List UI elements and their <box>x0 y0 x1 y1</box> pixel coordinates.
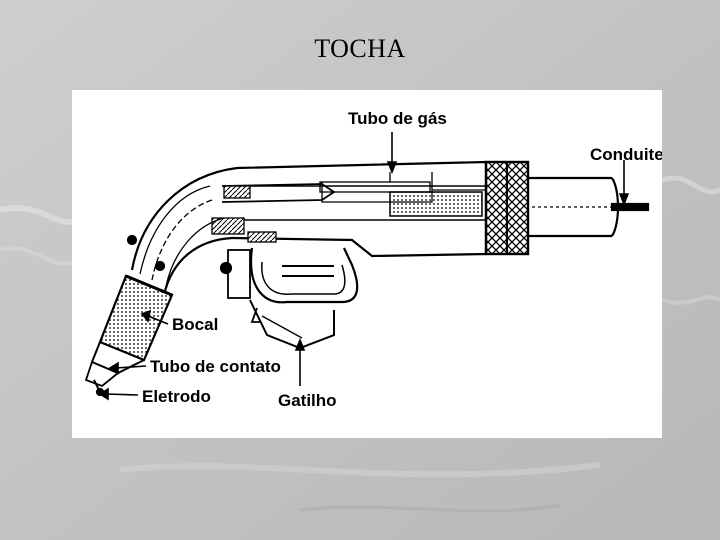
leader-lines <box>98 132 630 401</box>
label-bocal: Bocal <box>172 315 218 334</box>
conduit-cable <box>522 176 650 238</box>
trigger-grip <box>219 247 359 350</box>
gooseneck <box>126 166 238 296</box>
gas-tube <box>211 183 336 243</box>
handle-body <box>231 160 488 258</box>
label-tubo-de-gas: Tubo de gás <box>348 109 447 128</box>
label-conduite: Conduite <box>590 145 662 164</box>
torch-drawing: Tubo de gás Conduite Bocal Tubo de conta… <box>84 109 662 410</box>
nozzle <box>90 274 174 375</box>
torch-diagram: Tubo de gás Conduite Bocal Tubo de conta… <box>72 90 662 438</box>
slide-title: TOCHA <box>314 34 406 63</box>
label-tubo-de-contato: Tubo de contato <box>150 357 281 376</box>
label-gatilho: Gatilho <box>278 391 337 410</box>
knurled-connector <box>484 160 530 256</box>
label-eletrodo: Eletrodo <box>142 387 211 406</box>
